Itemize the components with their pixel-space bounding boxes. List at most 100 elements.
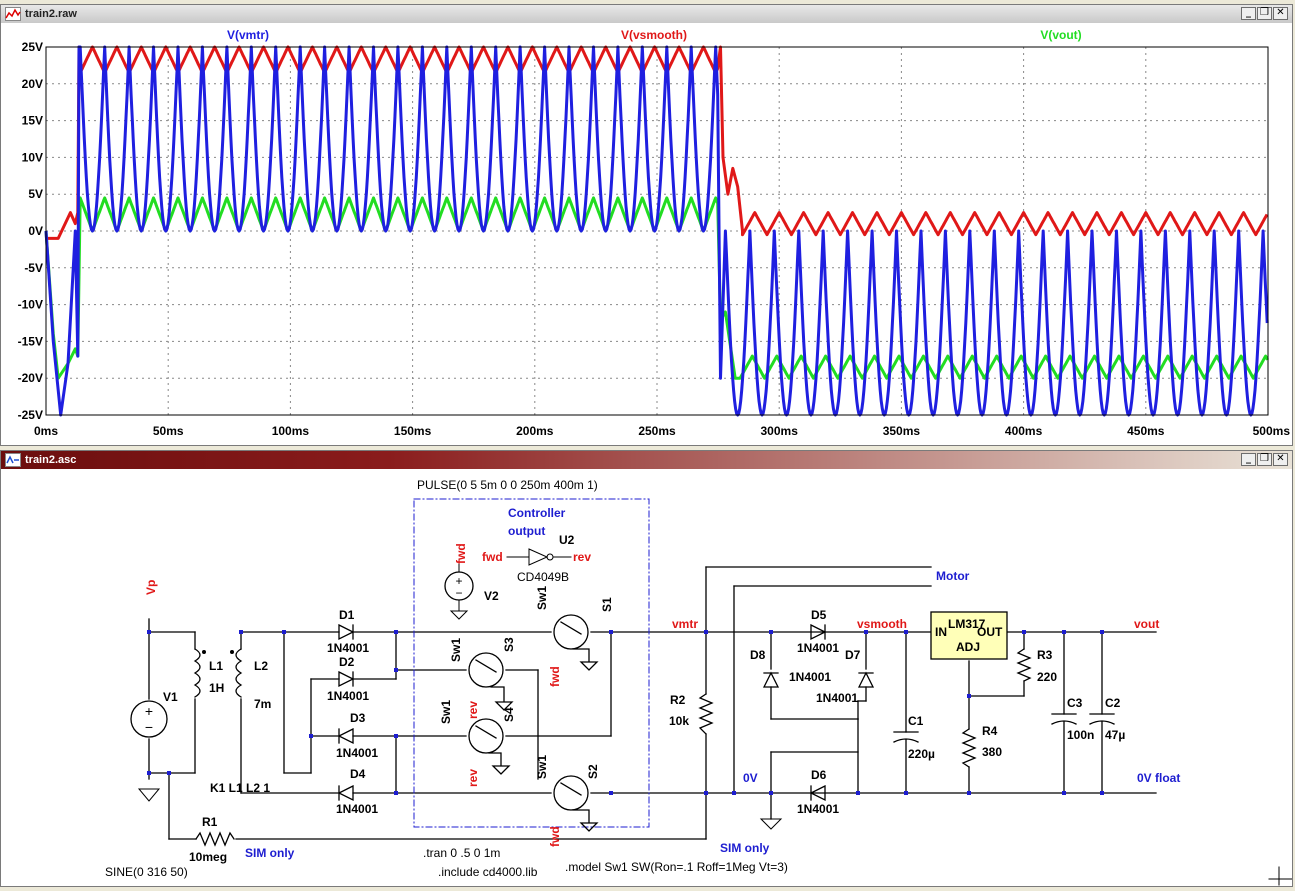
schematic-window-titlebar[interactable]: train2.asc _ ❐ ✕ (1, 451, 1292, 469)
l1-inductor[interactable] (193, 648, 201, 698)
schematic-window[interactable]: train2.asc _ ❐ ✕ (0, 450, 1293, 887)
svg-text:+: + (145, 703, 153, 719)
trace-vvout[interactable] (44, 196, 1269, 380)
vsmooth-net-label: vsmooth (857, 617, 907, 631)
r2-resistor[interactable] (698, 693, 714, 735)
lm317-in-label: IN (935, 625, 947, 639)
plot-frame (45, 46, 1269, 416)
trace-vvsmooth[interactable] (46, 45, 1269, 240)
minimize-button[interactable]: _ (1241, 453, 1256, 466)
s4-rev-label: rev (466, 769, 480, 787)
zero-v-label: 0V (743, 771, 758, 785)
y-tick-label: 10V (22, 150, 43, 164)
y-tick-label: -10V (18, 298, 43, 312)
plot-window-title: train2.raw (25, 8, 77, 20)
lm317-regulator[interactable] (930, 611, 1008, 660)
s1-label: S1 (600, 597, 614, 612)
l1-value: 1H (209, 681, 224, 695)
r3-resistor[interactable] (1016, 648, 1032, 682)
x-tick-label: 450ms (1127, 424, 1165, 438)
junction-dots (147, 630, 1104, 795)
restore-button[interactable]: ❐ (1257, 7, 1272, 20)
vout-net-label: vout (1134, 617, 1159, 631)
schematic-labels: PULSE(0 5 5m 0 0 250m 400m 1) Controller… (105, 478, 1180, 879)
d7-value: 1N4001 (816, 691, 858, 705)
c3-value: 100n (1067, 728, 1094, 742)
r1-resistor[interactable] (195, 831, 235, 847)
y-tick-label: -25V (18, 408, 43, 422)
schematic-window-title: train2.asc (25, 454, 77, 466)
c3-label: C3 (1067, 696, 1083, 710)
d8-value: 1N4001 (789, 670, 831, 684)
x-tick-label: 500ms (1253, 424, 1291, 438)
u2-inverter[interactable] (528, 548, 549, 566)
x-tick-label: 150ms (394, 424, 432, 438)
x-tick-label: 50ms (153, 424, 184, 438)
s3-label: S3 (502, 637, 516, 652)
plot-window-titlebar[interactable]: train2.raw _ ❐ ✕ (1, 5, 1292, 23)
s1-model-label: Sw1 (535, 586, 549, 610)
s3-model-label: Sw1 (449, 638, 463, 662)
x-tick-label: 400ms (1005, 424, 1043, 438)
d7-diode (857, 671, 875, 688)
s1-fwd-label: fwd (548, 666, 562, 687)
sim-only-label-1: SIM only (245, 846, 295, 860)
s4-label: S4 (502, 707, 516, 722)
pulse-directive[interactable]: PULSE(0 5 5m 0 0 250m 400m 1) (417, 478, 598, 492)
minimize-button[interactable]: _ (1241, 7, 1256, 20)
d1-diode (338, 623, 355, 641)
include-directive[interactable]: .include cd4000.lib (438, 865, 538, 879)
s2-switch (553, 775, 589, 811)
close-button[interactable]: ✕ (1273, 7, 1288, 20)
waveform-icon (5, 7, 21, 21)
circuit-schematic[interactable]: + − + − (1, 469, 1293, 886)
legend-vout[interactable]: V(vout) (1040, 28, 1081, 42)
sim-only-label-2: SIM only (720, 841, 770, 855)
legend-vsmooth[interactable]: V(vsmooth) (621, 28, 687, 42)
trace-vvmtr[interactable] (44, 45, 1269, 417)
fwd-net-label: fwd (482, 550, 503, 564)
ground-icon (449, 610, 469, 620)
v1-voltage-source[interactable]: + − (130, 700, 168, 738)
y-tick-label: -15V (18, 334, 43, 348)
k1-directive[interactable]: K1 L1 L2 1 (210, 781, 270, 795)
d1-value: 1N4001 (327, 641, 369, 655)
y-tick-label: 5V (28, 187, 43, 201)
tran-directive[interactable]: .tran 0 .5 0 1m (423, 846, 500, 860)
close-button[interactable]: ✕ (1273, 453, 1288, 466)
d7-label: D7 (845, 648, 861, 662)
c2-value: 47µ (1105, 728, 1125, 742)
y-tick-label: 25V (22, 40, 43, 54)
d2-label: D2 (339, 655, 355, 669)
motor-label: Motor (936, 569, 970, 583)
d8-label: D8 (750, 648, 766, 662)
switches[interactable] (468, 614, 599, 832)
u2-label: U2 (559, 533, 575, 547)
controller-box (413, 498, 650, 828)
s4-model-label: Sw1 (439, 700, 453, 724)
schematic-canvas[interactable]: + − + − (1, 469, 1293, 886)
l2-inductor[interactable] (235, 648, 243, 698)
sine-directive[interactable]: SINE(0 316 50) (105, 865, 188, 879)
v2-label: V2 (484, 589, 499, 603)
v1-label: V1 (163, 690, 178, 704)
d2-diode (338, 670, 355, 688)
d5-diode (810, 623, 827, 641)
rev-net-label: rev (573, 550, 591, 564)
r3-label: R3 (1037, 648, 1053, 662)
restore-button[interactable]: ❐ (1257, 453, 1272, 466)
capacitors[interactable] (893, 713, 1115, 743)
r4-resistor[interactable] (961, 728, 977, 768)
r4-value: 380 (982, 745, 1002, 759)
l2-value: 7m (254, 697, 271, 711)
x-tick-label: 0ms (34, 424, 58, 438)
model-directive[interactable]: .model Sw1 SW(Ron=.1 Roff=1Meg Vt=3) (565, 860, 788, 874)
y-tick-label: 15V (22, 114, 43, 128)
r3-value: 220 (1037, 670, 1057, 684)
diodes[interactable] (337, 623, 875, 802)
legend-vmtr[interactable]: V(vmtr) (227, 28, 269, 42)
